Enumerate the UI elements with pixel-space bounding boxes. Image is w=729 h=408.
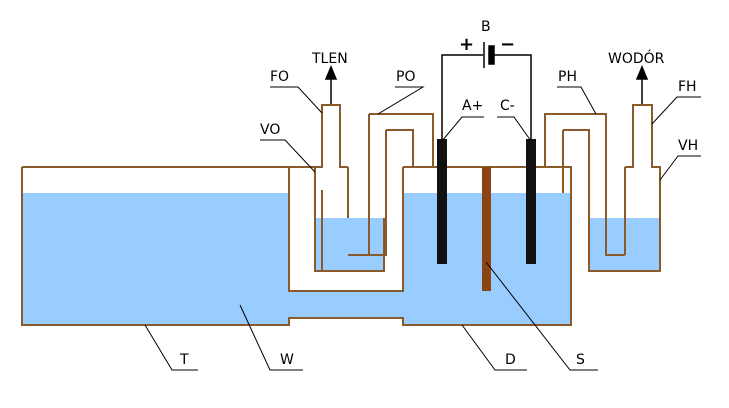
label-wodor: WODÓR <box>608 49 665 67</box>
leader-s <box>485 261 598 371</box>
leader-d <box>461 324 527 371</box>
water-oxygen-pipe <box>348 218 384 271</box>
hydrogen-pipe <box>544 113 661 272</box>
label-d: D <box>505 352 516 368</box>
water-main-tank <box>22 193 571 325</box>
anode-wire <box>441 54 483 139</box>
gas-arrows <box>324 65 649 104</box>
label-po: PO <box>396 69 415 85</box>
hydrogen-arrow-head <box>635 65 649 80</box>
hydrogen-funnel <box>624 104 661 255</box>
cathode-wire <box>492 54 532 139</box>
anode-electrode <box>437 139 447 264</box>
battery-circuit <box>441 42 532 139</box>
label-vh: VH <box>678 138 698 154</box>
separator-membrane <box>482 167 491 291</box>
leader-w <box>239 304 303 371</box>
label-fh: FH <box>678 79 697 95</box>
cathode-electrode <box>526 139 536 264</box>
leader-t <box>144 324 198 371</box>
label-vo: VO <box>260 122 280 138</box>
label-t: T <box>179 352 189 368</box>
labels: B + − TLEN WODÓR FO PO VO A+ C- PH FH VH… <box>179 19 698 368</box>
vessel-walls <box>21 104 661 326</box>
water-oxygen-tube <box>315 218 348 271</box>
oxygen-arrow-head <box>324 65 338 80</box>
label-tlen: TLEN <box>311 51 348 67</box>
leader-fh <box>651 96 701 125</box>
leader-fo <box>270 86 323 114</box>
label-a: A+ <box>462 98 483 114</box>
battery-short-plate <box>488 45 495 65</box>
label-c: C- <box>500 98 515 114</box>
leader-lines <box>144 86 701 371</box>
label-fo: FO <box>270 69 289 85</box>
leader-po <box>377 86 425 115</box>
label-b: B <box>481 19 491 35</box>
oxygen-pipe-inner <box>348 114 414 256</box>
oxygen-collector-tube <box>314 167 385 272</box>
leader-vo <box>260 139 316 173</box>
label-plus: + <box>459 34 474 55</box>
leader-a <box>441 116 484 142</box>
oxygen-funnel <box>315 104 348 168</box>
tank-wall <box>21 166 572 326</box>
label-minus: − <box>500 34 515 55</box>
leader-ph <box>557 86 597 115</box>
label-s: S <box>576 352 585 368</box>
leader-vh <box>659 155 701 181</box>
leader-c <box>497 116 532 142</box>
label-w: W <box>280 352 294 368</box>
label-ph: PH <box>558 69 577 85</box>
tank-partition <box>288 167 404 292</box>
water <box>22 193 660 325</box>
oxygen-pipe-outer <box>321 113 434 271</box>
